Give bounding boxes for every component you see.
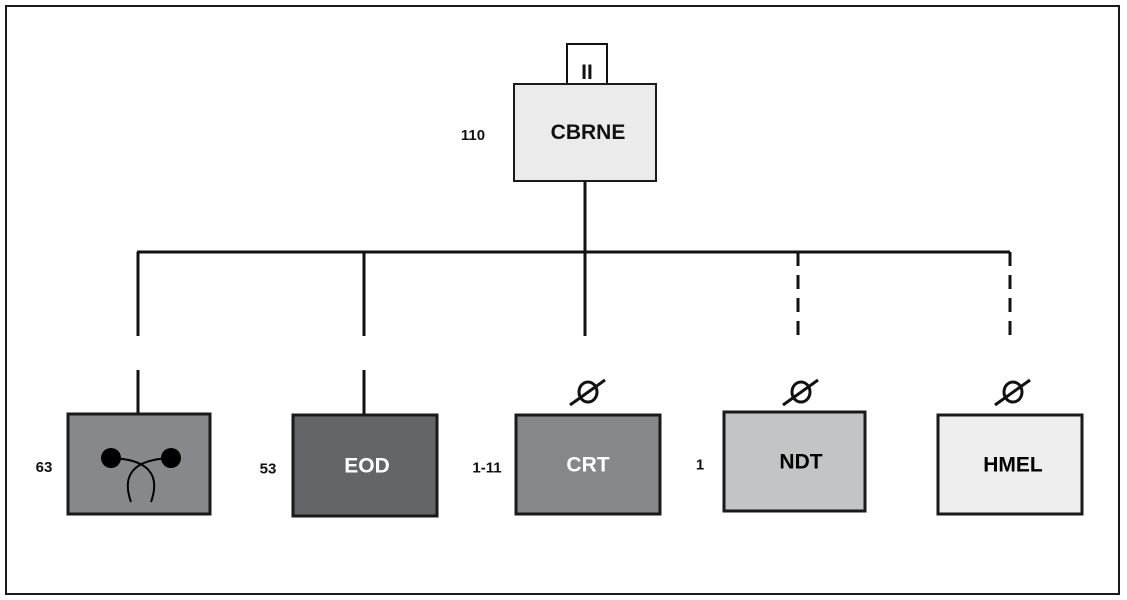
sub-unit-label: HMEL	[983, 454, 1043, 477]
sub-unit-count: 1	[696, 457, 704, 474]
sub-unit-box	[514, 413, 662, 516]
sub-unit-1: 63	[36, 412, 212, 516]
size-marker: II	[581, 61, 593, 84]
sub-unit-5: HMEL	[936, 378, 1084, 516]
sub-unit-4: NDT 1	[696, 378, 867, 513]
connectors	[136, 182, 1012, 415]
sub-unit-label: CRT	[566, 454, 609, 477]
sub-unit-count: 53	[260, 461, 277, 478]
sub-unit-box	[291, 413, 439, 518]
sub-unit-box	[722, 410, 867, 513]
top-unit-count: 110	[461, 127, 485, 144]
sub-unit-box	[936, 413, 1084, 516]
sub-unit-3: CRT 1-11	[472, 378, 662, 516]
null-marker-icon	[569, 378, 606, 407]
top-unit-label: CBRNE	[551, 121, 626, 144]
sub-units: 63 EOD 53 CRT 1-11 NDT 1 HMEL	[36, 378, 1084, 518]
sub-unit-count: 63	[36, 459, 53, 476]
crossed-arcs-icon	[101, 448, 181, 503]
sub-unit-count: 1-11	[472, 460, 501, 477]
top-unit-box	[513, 83, 657, 182]
sub-unit-box	[66, 412, 212, 516]
diagram-frame	[5, 5, 1120, 595]
sub-unit-label: EOD	[344, 455, 390, 478]
sub-unit-label: NDT	[779, 451, 822, 474]
null-marker-icon	[994, 378, 1031, 407]
null-marker-icon	[782, 378, 819, 407]
sub-unit-2: EOD 53	[260, 413, 439, 518]
top-unit: II CBRNE 110	[461, 43, 657, 182]
